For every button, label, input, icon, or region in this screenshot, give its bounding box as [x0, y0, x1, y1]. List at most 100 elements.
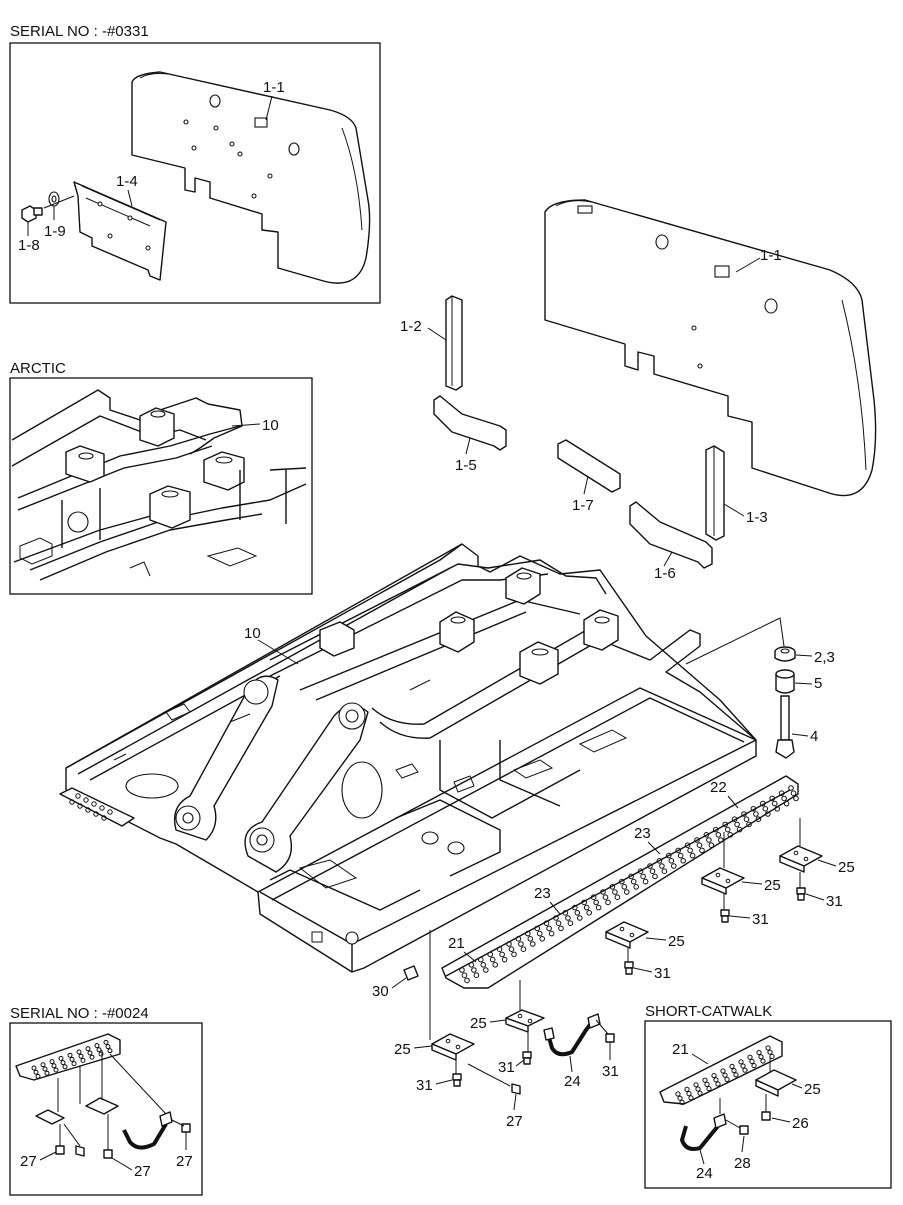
callout-1-1-inset: 1-1: [263, 79, 285, 96]
perforation-hole: [577, 915, 583, 921]
perforation-hole: [633, 884, 640, 890]
perforation-hole: [706, 837, 712, 843]
perforation-hole: [640, 873, 646, 880]
perforation-hole: [688, 1095, 694, 1101]
perforation-hole: [677, 852, 684, 859]
perforation-hole: [755, 816, 762, 823]
perforation-hole: [713, 1077, 719, 1083]
perforation-hole: [530, 941, 536, 947]
perforation-hole: [51, 1063, 57, 1069]
perforation-hole: [71, 1061, 77, 1067]
spacer-5: 5: [775, 669, 822, 694]
perforation-hole: [58, 1055, 64, 1061]
perforation-hole: [583, 904, 590, 911]
counterweight-main: 1-1: [544, 199, 877, 497]
washer-2-3: 2,3: [774, 646, 835, 666]
bolt-4: 4: [775, 695, 818, 759]
short-catwalk-perforations: [675, 1045, 775, 1106]
perforation-hole: [713, 826, 719, 833]
cover-plate-1-4: [73, 181, 167, 281]
bracket-25-e: 25 31: [394, 930, 475, 1094]
callout-31-d: 31: [498, 1059, 515, 1076]
arctic-frame-detail: [11, 389, 307, 581]
perforation-hole: [80, 1057, 86, 1063]
callout-25-a: 25: [838, 859, 855, 876]
callout-31-a: 31: [826, 893, 843, 910]
plug-30: 30: [372, 965, 419, 1000]
callout-1-5: 1-5: [455, 457, 477, 474]
inset-serial-0331: SERIAL NO : -#0331: [9, 23, 381, 304]
perforation-hole: [677, 1095, 683, 1101]
perforation-hole: [699, 847, 705, 854]
perforation-hole: [612, 889, 618, 895]
perforation-hole: [765, 811, 771, 817]
callout-1-9: 1-9: [44, 223, 66, 240]
inset-title-arctic: ARCTIC: [10, 360, 66, 377]
perforation-hole: [94, 1043, 100, 1049]
perforation-hole: [738, 1059, 744, 1065]
perforation-hole: [489, 956, 496, 963]
perforation-hole: [628, 873, 635, 880]
perforation-hole: [605, 899, 611, 906]
catwalk-perforations: [459, 785, 799, 984]
perforation-hole: [35, 1073, 41, 1079]
perforation-hole: [675, 1091, 681, 1097]
perforation-hole: [656, 858, 663, 864]
perforation-hole: [788, 785, 794, 791]
perforation-hole: [103, 1039, 109, 1045]
perforation-hole: [747, 1054, 753, 1060]
perforation-hole: [546, 925, 552, 932]
perforation-hole: [694, 837, 700, 843]
perforation-hole: [602, 894, 609, 901]
perforation-hole: [711, 1073, 717, 1079]
perforation-hole: [704, 1081, 710, 1088]
perforation-hole: [459, 967, 465, 973]
callout-28-short-catwalk: 28: [734, 1155, 751, 1172]
perforation-hole: [40, 1062, 46, 1068]
perforation-hole: [492, 962, 499, 968]
perforation-hole: [487, 951, 494, 958]
perforation-hole: [727, 832, 734, 838]
perforation-hole: [771, 800, 778, 807]
callout-1-3: 1-3: [746, 509, 768, 526]
perforation-hole: [107, 1048, 113, 1054]
perforation-hole: [105, 1044, 111, 1050]
perforation-hole: [89, 1054, 95, 1060]
callout-27-main: 27: [506, 1113, 523, 1130]
perforation-hole: [702, 1077, 708, 1083]
perforation-hole: [480, 962, 487, 968]
perforation-hole: [621, 884, 628, 890]
perforation-hole: [558, 925, 564, 932]
perforation-hole: [520, 946, 527, 953]
perforation-hole: [496, 946, 503, 953]
callout-30: 30: [372, 983, 389, 1000]
perforation-hole: [508, 946, 515, 953]
perforation-hole: [586, 910, 593, 916]
perforation-hole: [461, 972, 468, 979]
perforation-hole: [687, 847, 693, 854]
perforation-hole: [666, 852, 672, 859]
perforation-hole: [680, 858, 687, 864]
bracket-25-b: 25 31: [701, 832, 781, 928]
perforation-hole: [527, 936, 534, 942]
perforation-hole: [661, 868, 668, 875]
callout-1-1-main: 1-1: [760, 247, 782, 264]
perforation-hole: [671, 863, 677, 869]
perforation-hole: [534, 925, 541, 932]
perforation-hole: [553, 915, 559, 921]
inset-frame-serial-0331: [9, 42, 381, 304]
perforation-hole: [501, 956, 508, 963]
perforation-hole: [642, 878, 649, 885]
perforation-hole: [790, 790, 797, 797]
callout-24-short-catwalk: 24: [696, 1165, 713, 1182]
perforation-hole: [736, 826, 743, 833]
perforation-hole: [49, 1059, 55, 1065]
perforation-hole: [69, 1056, 75, 1062]
perforation-hole: [720, 1068, 726, 1074]
perforation-hole: [44, 1070, 50, 1076]
perforation-hole: [67, 1052, 73, 1058]
perforation-hole: [715, 832, 722, 838]
callout-31-c: 31: [654, 965, 671, 982]
perforation-hole: [600, 889, 606, 895]
